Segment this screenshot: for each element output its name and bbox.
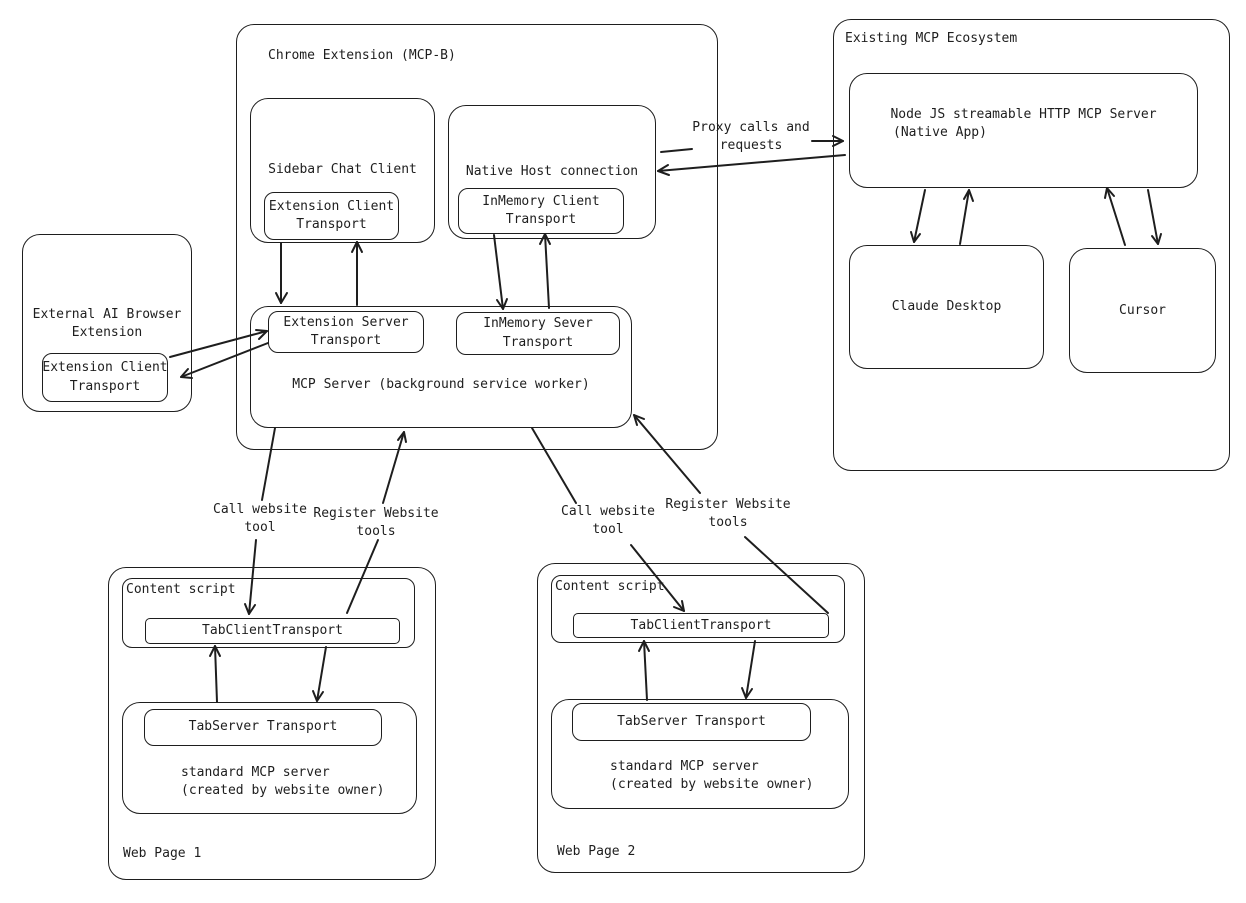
- chrome-extension-container: [236, 24, 718, 450]
- web-page-1-content-script-label: Content script: [126, 582, 236, 597]
- ext-server-line1: Extension Server: [283, 315, 409, 330]
- chrome-extension-title: Chrome Extension (MCP-B): [268, 48, 456, 63]
- web-page-2-tab-server-transport[interactable]: [572, 703, 811, 741]
- web-page-1-content-script-box[interactable]: [122, 578, 415, 648]
- claude-desktop-box[interactable]: [849, 245, 1044, 369]
- mcp-server-label: MCP Server (background service worker): [292, 377, 590, 392]
- mcp-ecosystem-container: [833, 19, 1230, 471]
- web-page-1-tab-client-transport[interactable]: [145, 618, 400, 644]
- web-page-1-tab-server-label: TabServer Transport: [188, 719, 338, 734]
- sidebar-transport-line1: Extension Client: [268, 199, 395, 214]
- sidebar-chat-client-box[interactable]: [250, 98, 435, 243]
- sidebar-transport-line2: Transport: [296, 217, 367, 232]
- web-page-2-container: [537, 563, 865, 873]
- web-page-1-server-line1: standard MCP server: [181, 765, 330, 780]
- native-host-connection-box[interactable]: [448, 105, 656, 239]
- web-page-2-tab-client-transport[interactable]: [573, 613, 829, 638]
- proxy-calls-label-line2: requests: [719, 138, 783, 153]
- native-host-title: Native Host connection: [465, 164, 639, 179]
- web-page-1-call-label-line1: Call website: [213, 502, 307, 517]
- inmemory-client-line1: InMemory Client: [482, 194, 600, 209]
- claude-desktop-label: Claude Desktop: [891, 299, 1002, 314]
- web-page-2-register-label-line2: tools: [708, 515, 748, 530]
- web-page-2-content-script-label: Content script: [555, 579, 665, 594]
- cursor-box[interactable]: [1069, 248, 1216, 373]
- cursor-label: Cursor: [1119, 303, 1166, 318]
- ext-server-line2: Transport: [310, 333, 382, 348]
- web-page-2-call-label-line2: tool: [592, 522, 624, 537]
- node-js-mcp-server-box[interactable]: [849, 73, 1198, 188]
- extension-server-transport[interactable]: [268, 311, 424, 353]
- external-ext-title-line2: Extension: [71, 325, 143, 340]
- inmem-server-line1: InMemory Sever: [483, 316, 593, 331]
- web-page-2-server-line2: (created by website owner): [610, 777, 814, 792]
- web-page-2-tab-client-label: TabClientTransport: [630, 618, 772, 633]
- sidebar-chat-client-title: Sidebar Chat Client: [268, 162, 417, 177]
- web-page-2-title: Web Page 2: [557, 844, 636, 859]
- web-page-1-title: Web Page 1: [123, 846, 202, 861]
- node-server-line1: Node JS streamable HTTP MCP Server: [890, 107, 1157, 122]
- inmemory-server-transport[interactable]: [456, 312, 620, 355]
- external-ai-browser-extension-box[interactable]: [22, 234, 192, 412]
- web-page-1-mcp-server-box[interactable]: [122, 702, 417, 814]
- web-page-2-server-line1: standard MCP server: [610, 759, 759, 774]
- web-page-1-call-label-line2: tool: [244, 520, 276, 535]
- external-extension-client-transport[interactable]: [42, 353, 168, 402]
- web-page-2-content-script-box[interactable]: [551, 575, 845, 643]
- web-page-2-call-label-line1: Call website: [561, 504, 655, 519]
- web-page-1-register-label-line1: Register Website: [313, 506, 439, 521]
- proxy-calls-label-line1: Proxy calls and: [692, 120, 810, 135]
- web-page-2-tab-server-label: TabServer Transport: [617, 714, 766, 729]
- web-page-1-tab-server-transport[interactable]: [144, 709, 382, 746]
- web-page-2-register-label-line1: Register Website: [665, 497, 791, 512]
- mcp-ecosystem-title: Existing MCP Ecosystem: [845, 31, 1018, 46]
- web-page-1-tab-client-label: TabClientTransport: [202, 623, 343, 638]
- sidebar-extension-client-transport[interactable]: [264, 192, 399, 240]
- inmemory-client-line2: Transport: [505, 212, 577, 227]
- external-ext-title-line1: External AI Browser: [32, 307, 182, 322]
- node-server-line2: (Native App): [893, 125, 987, 140]
- external-transport-line1: Extension Client: [42, 360, 168, 375]
- external-transport-line2: Transport: [69, 379, 141, 394]
- web-page-2-mcp-server-box[interactable]: [551, 699, 849, 809]
- web-page-1-register-label-line2: tools: [356, 524, 396, 539]
- inmem-server-line2: Transport: [502, 335, 574, 350]
- web-page-1-server-line2: (created by website owner): [181, 783, 385, 798]
- web-page-1-container: [108, 567, 436, 880]
